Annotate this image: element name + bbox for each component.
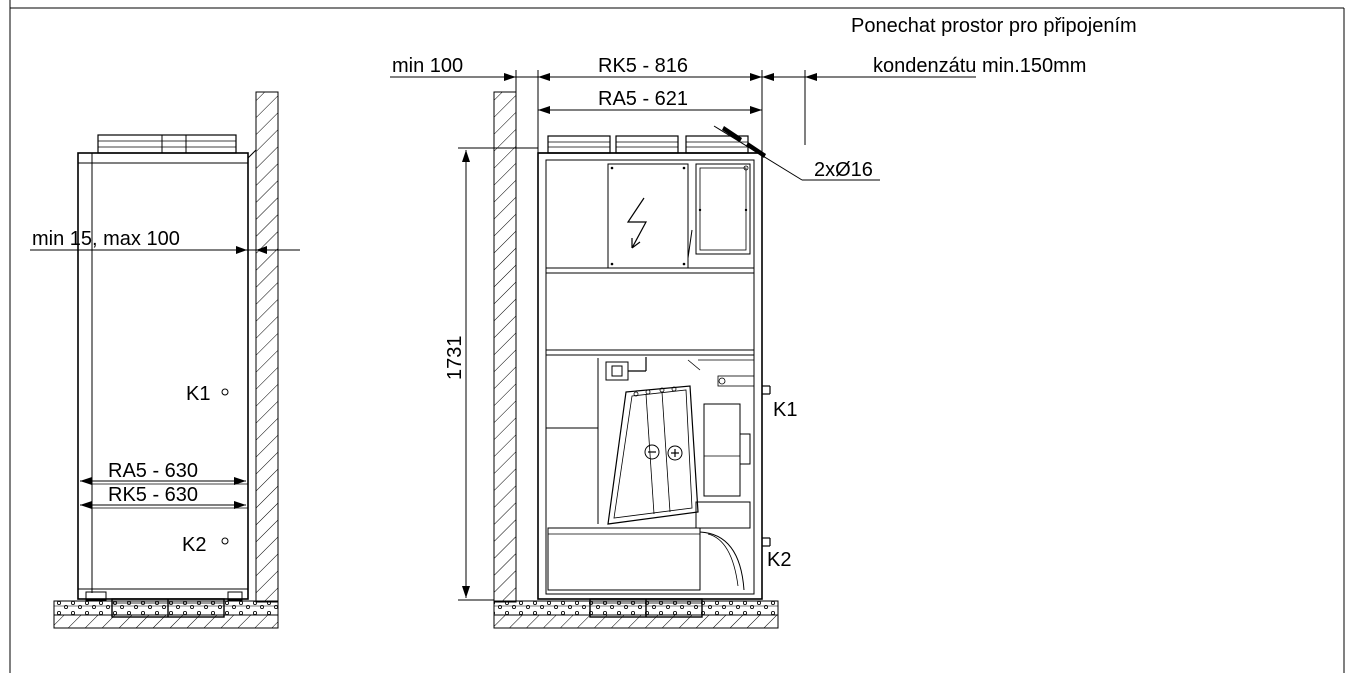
minus-icon (644, 444, 660, 460)
wall-gap-dimension: min 15, max 100 (30, 228, 300, 254)
drawing-frame (9, 0, 1345, 673)
side-port-k1-mark (221, 388, 229, 396)
electrical-panel (607, 163, 693, 269)
front-port-k1-label: K1 (773, 399, 797, 421)
width-rk5-label: RK5 - 816 (598, 55, 688, 77)
depth-ra5-label: RA5 - 630 (108, 460, 198, 482)
front-ports: K1 K2 (762, 385, 797, 571)
fan-unit (703, 375, 755, 497)
front-floor (493, 600, 779, 629)
width-dimensions: min 100 RK5 - 816 RA5 - 621 (390, 55, 976, 153)
depth-rk5-label: RK5 - 630 (108, 484, 198, 506)
side-top-connectors (97, 134, 237, 154)
front-view: K1 K2 1731 min 100 RK5 - 816 (390, 15, 1137, 629)
front-port-k2-label: K2 (767, 549, 791, 571)
front-wall (493, 91, 517, 603)
side-view: K1 K2 min 15, max 100 RA5 - 630 RK5 - 63… (30, 91, 300, 629)
wall-gap-label: min 15, max 100 (32, 228, 180, 250)
height-label: 1731 (444, 336, 466, 381)
width-ra5-label: RA5 - 621 (598, 88, 688, 110)
condensate-note-line-1: Ponechat prostor pro připojením (851, 15, 1137, 37)
side-port-k2-mark (221, 537, 229, 545)
depth-dimensions: RA5 - 630 RK5 - 630 (80, 460, 246, 509)
pipe-callout: 2xØ16 (713, 125, 880, 181)
front-top-connectors (538, 135, 762, 154)
height-dimension: 1731 (444, 147, 538, 601)
condensate-note-line-2: kondenzátu min.150mm (873, 55, 1086, 77)
access-panel (695, 163, 751, 255)
wall-clearance-label: min 100 (392, 55, 463, 77)
heat-exchanger (546, 357, 754, 525)
side-unit-body (77, 152, 249, 600)
side-wall (255, 91, 279, 603)
condensate-tray (547, 501, 751, 591)
plus-icon (667, 445, 683, 461)
pipe-callout-label: 2xØ16 (814, 159, 873, 181)
side-floor (53, 600, 279, 629)
side-port-k1-label: K1 (186, 383, 210, 405)
side-port-k2-label: K2 (182, 534, 206, 556)
lightning-icon (626, 197, 648, 249)
